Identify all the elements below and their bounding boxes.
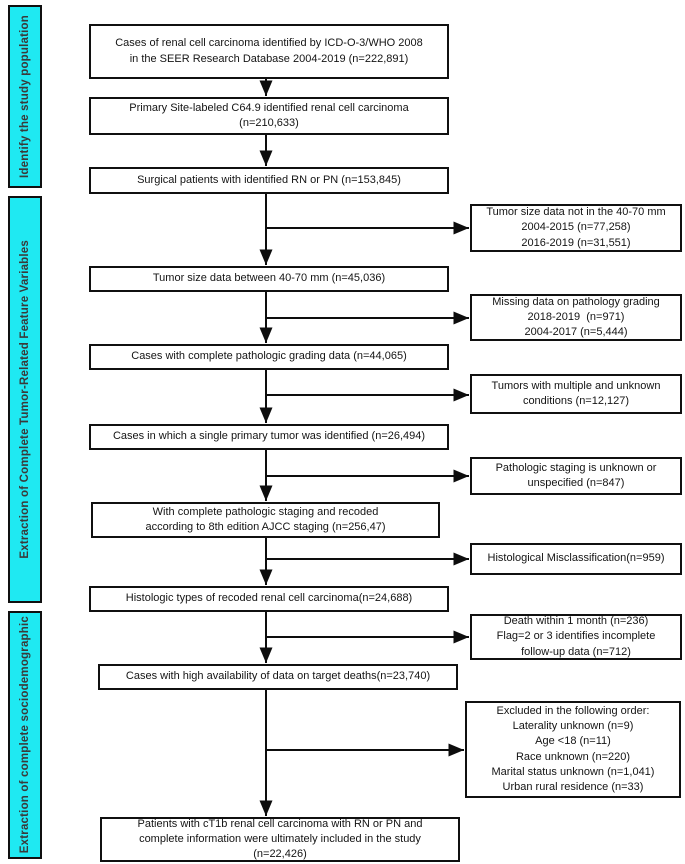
phase-label-tumor-feature-variables: Extraction of Complete Tumor-Related Fea… [8, 196, 42, 603]
phase-label-identify-population: Identify the study population [8, 5, 42, 188]
flow-box-text: Cases in which a single primary tumor wa… [112, 430, 426, 443]
exclusion-box-missing-grading: Missing data on pathology grading 2018-2… [470, 294, 682, 341]
flow-box-c649: Primary Site-labeled C64.9 identified re… [89, 97, 449, 135]
flow-box-complete-grading: Cases with complete pathologic grading d… [89, 344, 449, 370]
exclusion-box-sociodemographic: Excluded in the following order: Lateral… [465, 701, 681, 798]
exclusion-box-text: Tumor size data not in the 40-70 mm 2004… [486, 206, 666, 249]
exclusion-box-multiple-tumors: Tumors with multiple and unknown conditi… [470, 374, 682, 414]
flow-box-text: Primary Site-labeled C64.9 identified re… [129, 101, 409, 129]
flow-box-icd-seer: Cases of renal cell carcinoma identified… [89, 24, 449, 79]
flow-box-final-cohort: Patients with cT1b renal cell carcinoma … [100, 817, 460, 862]
flow-box-text: Cases of renal cell carcinoma identified… [115, 37, 423, 65]
exclusion-box-text: Missing data on pathology grading 2018-2… [492, 295, 660, 339]
phase-label-text: Extraction of Complete Tumor-Related Fea… [19, 240, 31, 559]
flow-box-text: With complete pathologic staging and rec… [145, 505, 386, 533]
phase-label-text: Identify the study population [19, 15, 31, 178]
flow-box-text: Cases with complete pathologic grading d… [131, 350, 407, 363]
exclusion-box-text: Histological Misclassification(n=959) [487, 552, 665, 565]
exclusion-box-histological-misclassification: Histological Misclassification(n=959) [470, 543, 682, 575]
flow-box-surgical-rn-pn: Surgical patients with identified RN or … [89, 167, 449, 194]
flow-box-text: Patients with cT1b renal cell carcinoma … [137, 817, 423, 861]
flow-box-tumor-size-40-70: Tumor size data between 40-70 mm (n=45,0… [89, 266, 449, 292]
flow-box-single-primary: Cases in which a single primary tumor wa… [89, 424, 449, 450]
exclusion-box-text: Tumors with multiple and unknown conditi… [491, 379, 661, 407]
exclusion-box-unknown-staging: Pathologic staging is unknown or unspeci… [470, 457, 682, 495]
phase-label-sociodemographic: Extraction of complete sociodemographic [8, 611, 42, 859]
exclusion-box-text: Pathologic staging is unknown or unspeci… [495, 461, 657, 489]
exclusion-box-death-followup: Death within 1 month (n=236) Flag=2 or 3… [470, 614, 682, 660]
flow-box-text: Tumor size data between 40-70 mm (n=45,0… [152, 272, 386, 285]
exclusion-box-text: Excluded in the following order: Lateral… [491, 704, 655, 793]
flow-box-ajcc-staging: With complete pathologic staging and rec… [91, 502, 440, 538]
phase-label-text: Extraction of complete sociodemographic [19, 616, 31, 854]
exclusion-box-tumor-size: Tumor size data not in the 40-70 mm 2004… [470, 204, 682, 252]
flow-box-target-deaths: Cases with high availability of data on … [98, 664, 458, 690]
flow-box-histologic-types: Histologic types of recoded renal cell c… [89, 586, 449, 612]
flow-box-text: Surgical patients with identified RN or … [137, 173, 401, 186]
flow-box-text: Histologic types of recoded renal cell c… [125, 592, 413, 605]
flow-box-text: Cases with high availability of data on … [125, 670, 431, 683]
exclusion-box-text: Death within 1 month (n=236) Flag=2 or 3… [496, 615, 656, 658]
